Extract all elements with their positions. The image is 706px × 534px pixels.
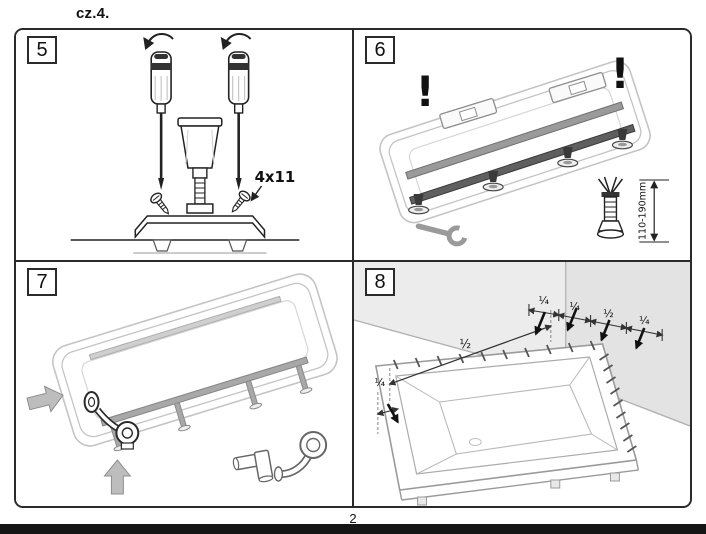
dim-label-quarter-3: ¼ xyxy=(639,314,650,327)
spirit-level-2 xyxy=(548,72,607,104)
bathtub-outline xyxy=(379,60,651,224)
frame-rail-back xyxy=(88,295,282,361)
adjustable-foot-4 xyxy=(611,129,633,150)
push-arrow-side xyxy=(26,385,64,413)
gap-marker-arrows xyxy=(386,307,646,424)
foot-height-detail xyxy=(596,176,625,239)
push-arrow-up xyxy=(103,459,132,495)
height-dimension: 110-190mm xyxy=(637,179,670,243)
panel-step-5: 5 xyxy=(16,30,354,262)
footer-bar xyxy=(0,524,706,534)
adjustable-foot-2 xyxy=(482,171,504,192)
bathtub-outline xyxy=(52,273,338,452)
screw-right xyxy=(231,190,251,213)
label-arrow xyxy=(250,185,263,202)
panel-step-7: 7 xyxy=(16,262,354,506)
panel-step-6: 6 xyxy=(354,30,690,262)
warning-exclamation-right: ! xyxy=(610,49,629,98)
drain-overflow-assembly xyxy=(83,391,140,450)
frame-rail-front xyxy=(100,356,309,427)
step6-drawing: ! ! xyxy=(379,49,670,247)
overflow-pipe-part xyxy=(273,431,328,482)
step-number-6: 6 xyxy=(365,36,395,64)
step-number-5: 5 xyxy=(27,36,57,64)
dim-label-half-long: ½ xyxy=(460,337,472,351)
instruction-frame: 5 xyxy=(14,28,692,508)
dim-label-quarter-left: ¼ xyxy=(375,376,386,389)
leg-bracket-assembly xyxy=(134,117,266,240)
bathtub-perspective xyxy=(374,343,639,506)
page-number: 2 xyxy=(349,511,357,526)
spirit-level-1 xyxy=(439,98,498,130)
drain-elbow-part xyxy=(232,449,274,483)
wrench-icon xyxy=(415,223,468,247)
screwdriver-right xyxy=(220,32,252,190)
screwdriver-left xyxy=(143,32,174,190)
mounting-surface xyxy=(70,239,300,254)
dimension-left-quarter: ¼ xyxy=(375,376,400,434)
section-header: cz.4. xyxy=(76,5,110,22)
frame-rail-front xyxy=(408,123,636,205)
dim-label-half-top: ½ xyxy=(603,307,614,320)
dim-label-quarter-2: ¼ xyxy=(569,300,580,313)
dim-label-quarter-1: ¼ xyxy=(539,294,550,307)
step-number-7: 7 xyxy=(27,268,57,296)
adjustable-foot-1 xyxy=(408,194,430,215)
step8-drawing: ½ ¼ ¼ ½ ¼ ¼ xyxy=(354,262,690,506)
step-number-8: 8 xyxy=(365,268,395,296)
adjustable-foot-3 xyxy=(557,147,579,168)
screw-left xyxy=(150,192,170,215)
height-range-label: 110-190mm xyxy=(637,182,648,240)
step7-drawing xyxy=(26,273,338,495)
warning-exclamation-left: ! xyxy=(416,67,435,116)
screw-size-label: 4x11 xyxy=(255,168,296,186)
panel-step-8: 8 xyxy=(354,262,690,506)
frame-rail-back xyxy=(405,101,625,180)
step5-drawing: 4x11 xyxy=(70,32,300,254)
